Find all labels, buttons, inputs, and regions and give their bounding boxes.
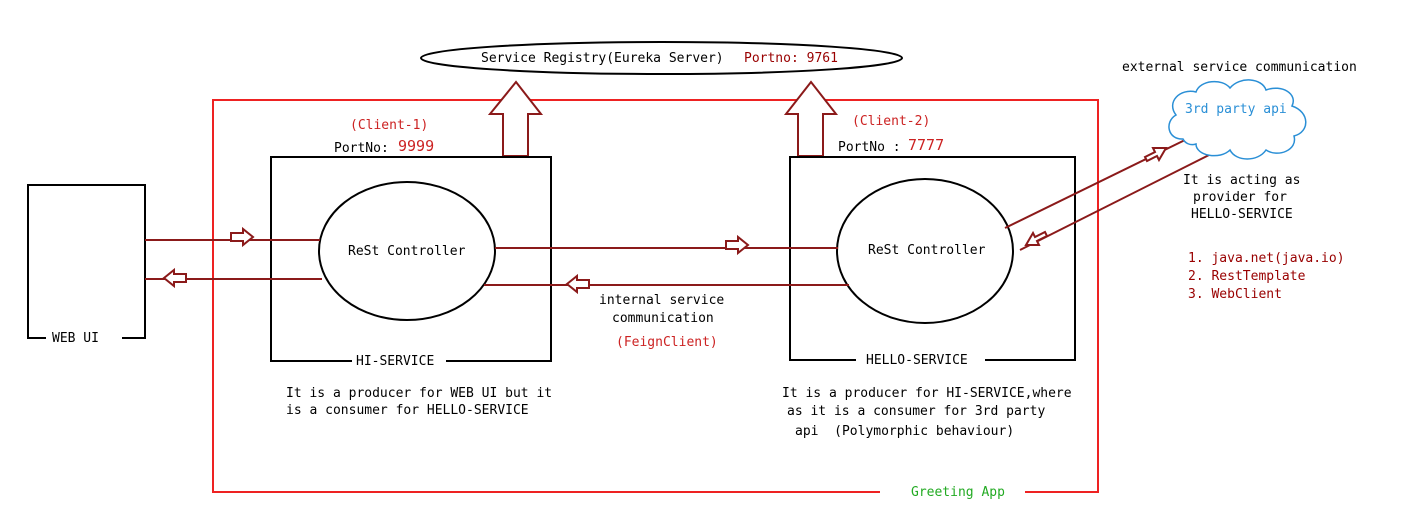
internal-communication-line-1: internal service xyxy=(599,293,725,308)
service-registry-label: Service Registry(Eureka Server) xyxy=(481,51,724,66)
client2-tag: (Client-2) xyxy=(852,114,931,129)
client1-tag: (Client-1) xyxy=(350,118,429,133)
third-party-cloud-shape xyxy=(1168,79,1307,160)
service-registry-shape xyxy=(420,41,903,75)
provider-note-line-3: HELLO-SERVICE xyxy=(1191,207,1293,222)
service-registry-port: Portno: 9761 xyxy=(744,51,838,66)
client1-description-line-2: is a consumer for HELLO-SERVICE xyxy=(286,403,529,418)
hiservice-to-webui-arrow xyxy=(162,267,187,289)
provider-note-line-1: It is acting as xyxy=(1183,173,1301,188)
client-option-3: 3. WebClient xyxy=(1188,287,1282,302)
hello-to-hi-arrow xyxy=(565,273,590,295)
client2-port-prefix: PortNo : xyxy=(838,140,901,155)
hello-service-controller-shape xyxy=(836,178,1014,324)
hello-service-box xyxy=(789,156,1076,361)
provider-note-line-2: provider for xyxy=(1193,190,1287,205)
client1-controller-label: ReSt Controller xyxy=(348,244,466,259)
registry-arrow-client1 xyxy=(487,80,544,157)
third-party-api-label: 3rd party api xyxy=(1185,102,1287,117)
client2-controller-label: ReSt Controller xyxy=(868,243,986,258)
client-option-1: 1. java.net(java.io) xyxy=(1188,251,1345,266)
internal-communication-line-2: communication xyxy=(612,311,714,326)
webui-to-hiservice-arrow xyxy=(230,226,255,248)
client1-service-name: HI-SERVICE xyxy=(356,354,435,369)
client-option-2: 2. RestTemplate xyxy=(1188,269,1306,284)
greeting-app-label: Greeting App xyxy=(911,485,1005,500)
client2-description-line-2: as it is a consumer for 3rd party xyxy=(787,404,1046,419)
greeting-app-frame xyxy=(212,99,1099,493)
external-communication-label: external service communication xyxy=(1122,60,1357,75)
client2-description-line-1: It is a producer for HI-SERVICE,where xyxy=(782,386,1072,401)
client2-service-name: HELLO-SERVICE xyxy=(866,353,968,368)
thirdparty-to-hello-line xyxy=(1019,151,1216,251)
feign-client-label: (FeignClient) xyxy=(616,335,718,350)
hi-to-hello-arrow xyxy=(725,234,750,256)
client1-description-line-1: It is a producer for WEB UI but it xyxy=(286,386,553,401)
web-ui-label: WEB UI xyxy=(52,331,99,346)
client1-port-prefix: PortNo: xyxy=(334,141,389,156)
thirdparty-to-hello-arrow xyxy=(1024,230,1049,246)
hello-to-thirdparty-arrow xyxy=(1143,147,1168,163)
client2-port-value: 7777 xyxy=(908,136,945,154)
registry-arrow-client2 xyxy=(783,80,839,157)
client2-description-line-3: api (Polymorphic behaviour) xyxy=(795,424,1015,439)
web-ui-box xyxy=(27,184,146,339)
client1-port-value: 9999 xyxy=(398,137,435,155)
hi-service-controller-shape xyxy=(318,181,496,321)
hi-service-box xyxy=(270,156,552,362)
